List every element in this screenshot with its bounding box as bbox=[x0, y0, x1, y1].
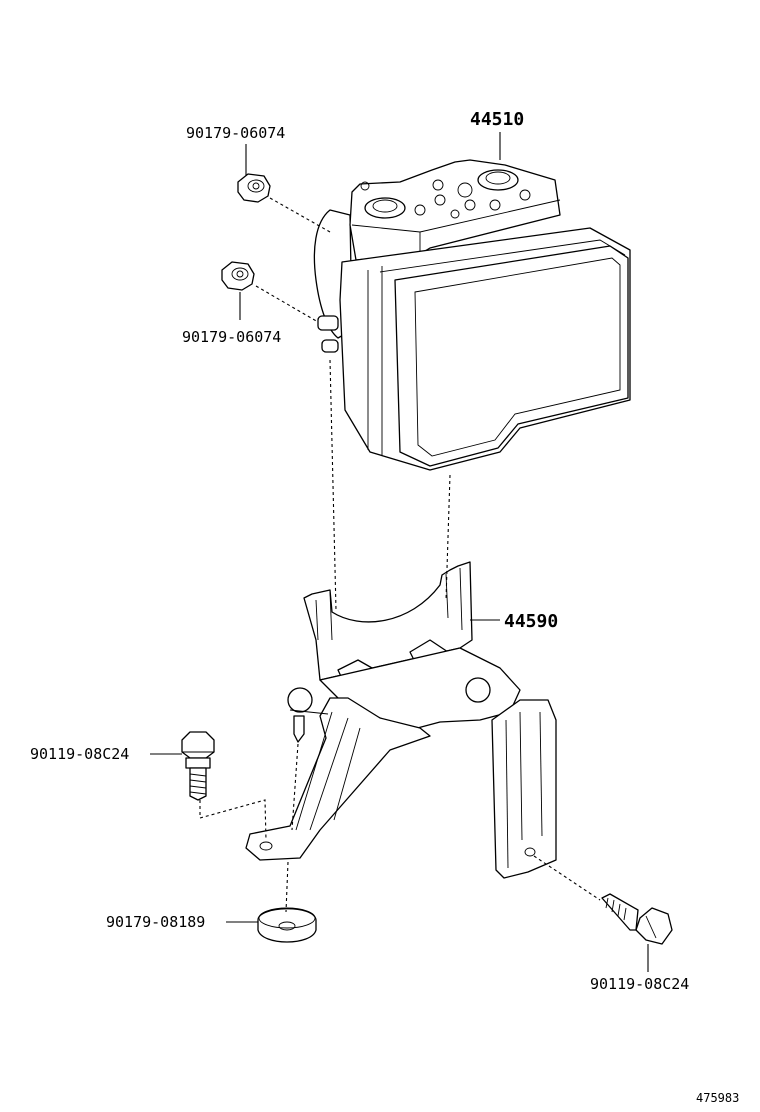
callout-bolt-left: 90119-08C24 bbox=[30, 745, 129, 763]
callout-bracket: 44590 bbox=[504, 611, 558, 632]
grommet-90179-08189[interactable] bbox=[257, 907, 317, 943]
callout-bolt-right: 90119-08C24 bbox=[590, 975, 689, 993]
callout-nut-upper: 90179-06074 bbox=[186, 124, 285, 142]
actuator-side-stud-lower bbox=[321, 339, 339, 353]
bracket-stud-left bbox=[287, 687, 313, 713]
diagram-id: 475983 bbox=[696, 1091, 739, 1105]
bolt-90119-08C24-left[interactable] bbox=[181, 731, 215, 801]
callout-actuator: 44510 bbox=[470, 109, 524, 130]
leader-lines bbox=[150, 132, 649, 972]
actuator-side-stud-upper bbox=[317, 315, 339, 331]
actuator-port-large-right bbox=[477, 169, 519, 191]
assembly-lines bbox=[199, 197, 601, 913]
bracket-right-leg bbox=[491, 699, 557, 879]
nut-90179-06074-lower[interactable] bbox=[221, 261, 255, 291]
bolt-90119-08C24-right[interactable] bbox=[601, 893, 673, 945]
bracket-left-arm bbox=[245, 697, 431, 861]
callout-nut-lower: 90179-06074 bbox=[182, 328, 281, 346]
actuator-port-large-left bbox=[364, 197, 406, 219]
nut-90179-06074-upper[interactable] bbox=[237, 173, 271, 203]
callout-grommet: 90179-08189 bbox=[106, 913, 205, 931]
bracket-stud-right bbox=[465, 677, 491, 703]
bracket-stud-screw bbox=[293, 715, 305, 743]
abs-actuator-44510[interactable] bbox=[313, 159, 631, 471]
bracket-44590[interactable] bbox=[245, 561, 557, 879]
actuator-ecu-cover bbox=[394, 245, 629, 467]
